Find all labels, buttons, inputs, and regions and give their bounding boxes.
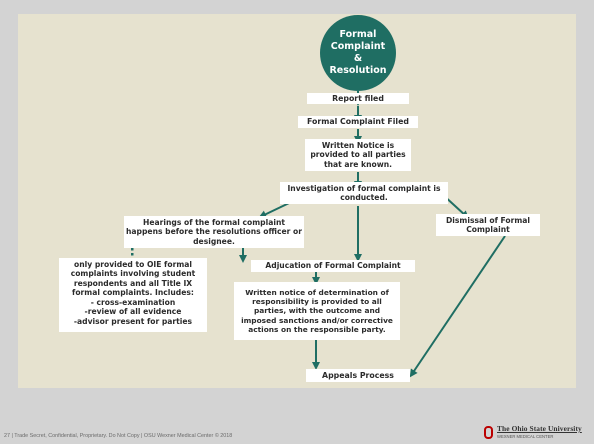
footer-text: 27 | Trade Secret, Confidential, Proprie… xyxy=(4,433,233,439)
step-adjudication: Adjucation of Formal Complaint xyxy=(251,260,415,272)
hearing-requirements-note: only provided to OIE formal complaints i… xyxy=(59,258,207,332)
note-text: only provided to OIE formal complaints i… xyxy=(70,260,196,326)
arrow-dismissal-to-appeals xyxy=(409,235,506,378)
osu-logo: The Ohio State University WEXNER MEDICAL… xyxy=(484,424,592,442)
step-appeals: Appeals Process xyxy=(306,369,410,382)
logo-title: The Ohio State University xyxy=(497,424,582,433)
step-hearings: Hearings of the formal complaint happens… xyxy=(124,216,304,248)
step-investigation: Investigation of formal complaint is con… xyxy=(280,182,448,204)
block-o-icon xyxy=(484,426,493,439)
logo-subtitle: WEXNER MEDICAL CENTER xyxy=(497,434,554,439)
title-circle: Formal Complaint & Resolution xyxy=(320,15,396,91)
step-formal-complaint-filed: Formal Complaint Filed xyxy=(298,116,418,128)
step-dismissal: Dismissal of Formal Complaint xyxy=(436,214,540,236)
step-written-notice: Written Notice is provided to all partie… xyxy=(305,139,411,171)
title-circle-text: Formal Complaint & Resolution xyxy=(329,29,387,76)
step-report-filed: Report filed xyxy=(307,93,409,104)
step-determination-notice: Written notice of determination of respo… xyxy=(234,282,400,340)
